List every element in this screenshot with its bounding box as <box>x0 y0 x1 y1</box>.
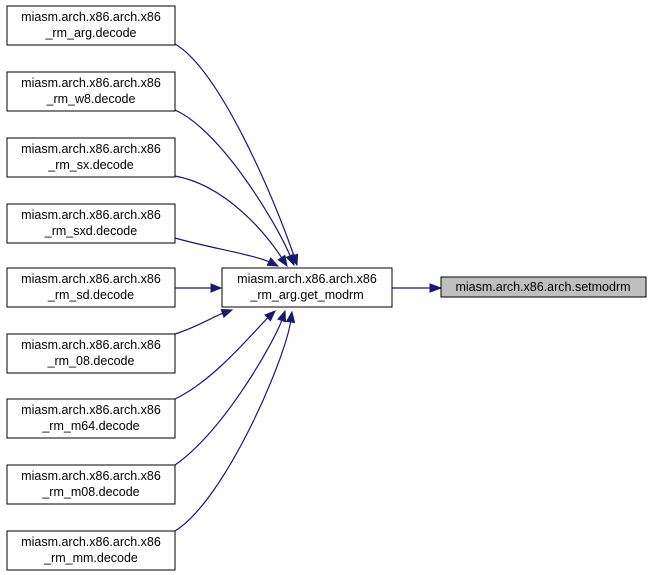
middle-node-line1: miasm.arch.x86.arch.x86 <box>237 272 377 286</box>
caller-node[interactable]: miasm.arch.x86.arch.x86 _rm_mm.decode <box>6 530 176 571</box>
call-edge <box>175 283 223 293</box>
caller-node-line1: miasm.arch.x86.arch.x86 <box>21 272 161 286</box>
caller-node[interactable]: miasm.arch.x86.arch.x86 _rm_w8.decode <box>6 71 176 112</box>
target-node[interactable]: miasm.arch.x86.arch.setmodrm <box>440 276 647 298</box>
call-edge <box>174 109 295 267</box>
call-edge <box>174 309 287 466</box>
call-edge <box>174 310 296 532</box>
caller-node-line2: _rm_sxd.decode <box>44 224 137 238</box>
caller-node-line1: miasm.arch.x86.arch.x86 <box>21 76 161 90</box>
caller-node-line2: _rm_sx.decode <box>47 158 134 172</box>
caller-node-line2: _rm_mm.decode <box>43 551 138 565</box>
caller-node-line2: _rm_m64.decode <box>41 419 139 433</box>
caller-node[interactable]: miasm.arch.x86.arch.x86 _rm_arg.decode <box>6 5 176 46</box>
call-edge <box>174 237 280 267</box>
edges <box>174 43 443 532</box>
middle-node[interactable]: miasm.arch.x86.arch.x86 _rm_arg.get_modr… <box>221 267 393 308</box>
caller-node-line1: miasm.arch.x86.arch.x86 <box>21 208 161 222</box>
caller-node[interactable]: miasm.arch.x86.arch.x86 _rm_m64.decode <box>6 398 176 439</box>
arrowhead <box>210 283 223 293</box>
caller-node-line2: _rm_arg.decode <box>44 26 136 40</box>
arrowhead <box>277 254 288 268</box>
arrowhead <box>285 253 295 267</box>
caller-node[interactable]: miasm.arch.x86.arch.x86 _rm_sx.decode <box>6 137 176 178</box>
caller-node-line2: _rm_08.decode <box>47 354 135 368</box>
caller-node[interactable]: miasm.arch.x86.arch.x86 _rm_sd.decode <box>6 267 176 308</box>
middle-node-line2: _rm_arg.get_modrm <box>249 288 363 302</box>
target-node-label: miasm.arch.x86.arch.setmodrm <box>455 280 630 294</box>
caller-node[interactable]: miasm.arch.x86.arch.x86 _rm_sxd.decode <box>6 203 176 244</box>
call-edge-to-target <box>392 283 443 293</box>
caller-node[interactable]: miasm.arch.x86.arch.x86 _rm_m08.decode <box>6 464 176 505</box>
nodes: miasm.arch.x86.arch.x86 _rm_arg.get_modr… <box>6 5 647 571</box>
arrowhead <box>285 310 296 324</box>
caller-node-line1: miasm.arch.x86.arch.x86 <box>21 469 161 483</box>
caller-node-line1: miasm.arch.x86.arch.x86 <box>21 535 161 549</box>
caller-node-line1: miasm.arch.x86.arch.x86 <box>21 338 161 352</box>
call-edge <box>174 310 276 400</box>
arrowhead <box>264 310 276 322</box>
caller-node-line2: _rm_w8.decode <box>46 92 136 106</box>
caller-node-line1: miasm.arch.x86.arch.x86 <box>21 403 161 417</box>
arrowhead <box>220 309 234 318</box>
call-edge <box>174 175 288 268</box>
caller-node-line1: miasm.arch.x86.arch.x86 <box>21 10 161 24</box>
caller-node-line1: miasm.arch.x86.arch.x86 <box>21 142 161 156</box>
arrowhead <box>429 283 443 293</box>
caller-node-line2: _rm_sd.decode <box>47 288 134 302</box>
call-edge <box>174 309 234 335</box>
arrowhead <box>266 257 280 267</box>
call-edge <box>174 43 299 267</box>
caller-node-line2: _rm_m08.decode <box>41 485 139 499</box>
arrowhead <box>277 309 287 323</box>
caller-node[interactable]: miasm.arch.x86.arch.x86 _rm_08.decode <box>6 333 176 374</box>
